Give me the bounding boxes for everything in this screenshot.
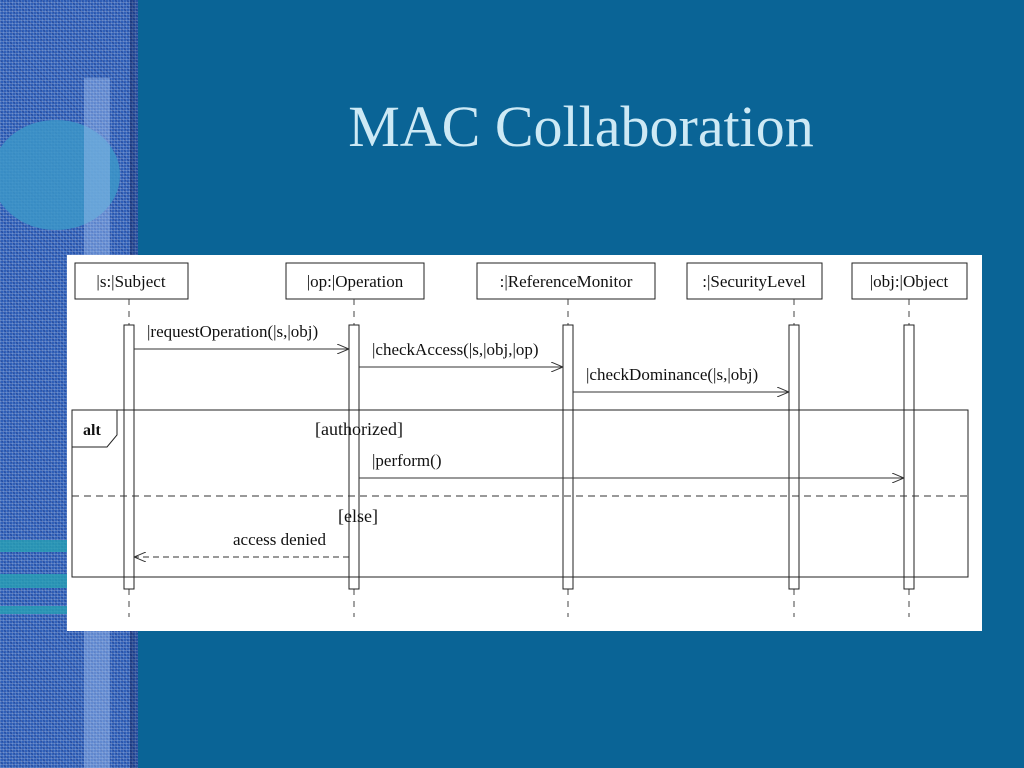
decorative-circle bbox=[0, 120, 120, 230]
lifeline-label: :|ReferenceMonitor bbox=[500, 272, 633, 291]
message-check-access: |checkAccess(|s,|obj,|op) bbox=[359, 340, 563, 367]
message-request-operation: |requestOperation(|s,|obj) bbox=[134, 322, 349, 349]
lifeline-subject: |s:|Subject bbox=[74, 262, 189, 300]
activation-bar-reference-monitor bbox=[562, 324, 574, 590]
lifeline-label: |s:|Subject bbox=[96, 272, 165, 291]
message-label: |checkAccess(|s,|obj,|op) bbox=[372, 340, 539, 359]
message-perform: |perform() bbox=[359, 451, 904, 478]
alt-fragment: alt [authorized] [else] bbox=[71, 409, 969, 578]
guard-authorized: [authorized] bbox=[315, 419, 403, 439]
lifeline-label: |op:|Operation bbox=[307, 272, 404, 291]
lifeline-label: |obj:|Object bbox=[870, 272, 949, 291]
lifeline-reference-monitor: :|ReferenceMonitor bbox=[476, 262, 656, 300]
lifeline-operation: |op:|Operation bbox=[285, 262, 425, 300]
message-label: access denied bbox=[233, 530, 326, 549]
message-access-denied: access denied bbox=[134, 530, 349, 557]
lifeline-dashes bbox=[128, 299, 910, 617]
lifeline-label: :|SecurityLevel bbox=[702, 272, 806, 291]
lifeline-security-level: :|SecurityLevel bbox=[686, 262, 823, 300]
message-label: |requestOperation(|s,|obj) bbox=[147, 322, 318, 341]
lifeline-object: |obj:|Object bbox=[851, 262, 968, 300]
activation-bar-operation bbox=[348, 324, 360, 590]
fragment-operator: alt bbox=[83, 422, 101, 439]
message-label: |perform() bbox=[372, 451, 441, 470]
activation-bar-security-level bbox=[788, 324, 800, 590]
message-check-dominance: |checkDominance(|s,|obj) bbox=[573, 365, 789, 392]
slide-title: MAC Collaboration bbox=[348, 94, 814, 159]
message-label: |checkDominance(|s,|obj) bbox=[586, 365, 758, 384]
activation-bar-object bbox=[903, 324, 915, 590]
activation-bar-subject bbox=[123, 324, 135, 590]
sequence-diagram: |s:|Subject |op:|Operation :|ReferenceMo… bbox=[67, 255, 982, 631]
guard-else: [else] bbox=[338, 506, 378, 526]
